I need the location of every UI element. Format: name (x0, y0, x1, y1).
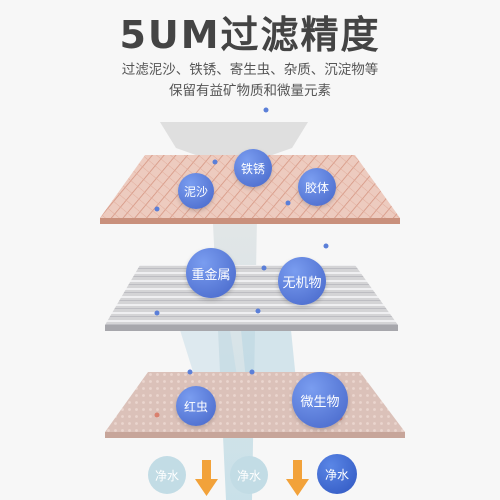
particle (285, 200, 291, 206)
contaminant-badge-inorganic: 无机物 (278, 257, 326, 305)
particles (154, 107, 343, 421)
filter-layer-metal (105, 265, 398, 331)
clean-water-badge: 净水 (148, 456, 186, 494)
particle (154, 310, 160, 316)
contaminant-badge-heavy-metal: 重金属 (186, 248, 236, 298)
arrow-down-icon (286, 460, 309, 496)
particle (154, 206, 160, 212)
contaminant-badge-red-worm: 红虫 (176, 386, 216, 426)
particle (249, 369, 255, 375)
particle (263, 107, 269, 113)
arrow-down-icon (195, 460, 218, 496)
contaminant-badge-microbe: 微生物 (292, 372, 348, 428)
contaminant-badge-rust: 铁锈 (234, 149, 272, 187)
contaminant-badge-sediment: 泥沙 (178, 173, 214, 209)
headline: 5UM过滤精度 (119, 13, 381, 57)
clean-water-badge: 净水 (230, 456, 268, 494)
particle (187, 369, 193, 375)
filter-layer-fabric (105, 372, 405, 438)
particle (255, 308, 261, 314)
particle (212, 159, 218, 165)
subtitle-line-1: 过滤泥沙、铁锈、寄生虫、杂质、沉淀物等 (121, 62, 379, 78)
clean-water-badge: 净水 (317, 454, 357, 494)
subtitle-line-2: 保留有益矿物质和微量元素 (169, 83, 331, 99)
particle (154, 412, 160, 418)
particle (261, 265, 267, 271)
contaminant-badge-colloid: 胶体 (298, 168, 336, 206)
particle (323, 243, 329, 249)
